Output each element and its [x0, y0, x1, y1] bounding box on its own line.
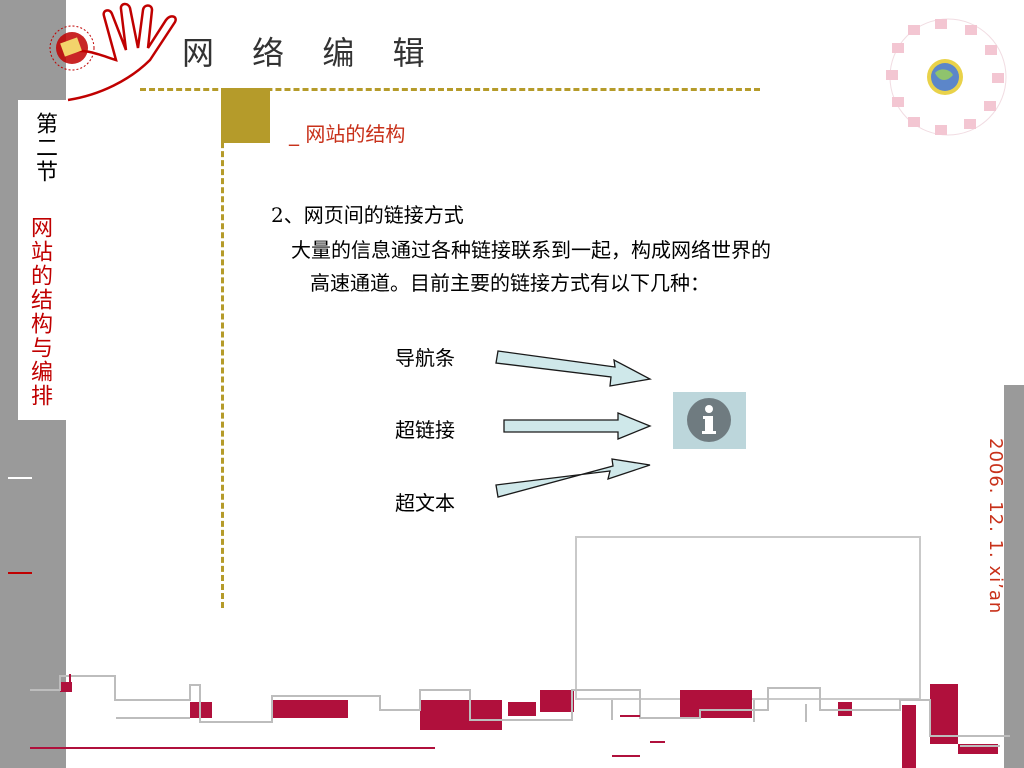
- arrow-icon: [495, 458, 651, 498]
- header-title: 网 络 编 辑: [182, 34, 439, 72]
- info-box: [673, 392, 746, 449]
- arrow-icon: [503, 412, 652, 440]
- paragraph-line-2: 高速通道。目前主要的链接方式有以下几种：: [310, 271, 710, 295]
- slide-subtitle: _ 网站的结构: [289, 122, 406, 146]
- hand-logo-icon: [49, 2, 177, 102]
- header-divider: [140, 88, 760, 91]
- decorative-frame: [575, 536, 921, 700]
- arrow-icon: [495, 350, 652, 387]
- info-icon: [687, 398, 731, 442]
- footer-date: 2006. 12. 1. xi’an: [985, 438, 1006, 615]
- sidebar-highlight: [18, 100, 66, 420]
- bottom-decoration: [30, 674, 1010, 768]
- gold-accent-block: [221, 88, 270, 143]
- section-topic: 网站的结构与编排: [27, 216, 52, 408]
- right-sidebar: [960, 385, 1024, 768]
- paragraph-line-1: 大量的信息通过各种链接联系到一起，构成网络世界的: [291, 238, 771, 262]
- link-type-hyperlink: 超链接: [395, 418, 455, 442]
- section-number: 第二节: [32, 112, 57, 184]
- arrows-group: [495, 350, 652, 498]
- vertical-divider: [221, 88, 224, 608]
- globe-icon: [886, 18, 1007, 136]
- link-type-navbar: 导航条: [395, 346, 455, 370]
- slide-heading: 2、网页间的链接方式: [271, 203, 464, 227]
- link-type-hypertext: 超文本: [395, 491, 455, 515]
